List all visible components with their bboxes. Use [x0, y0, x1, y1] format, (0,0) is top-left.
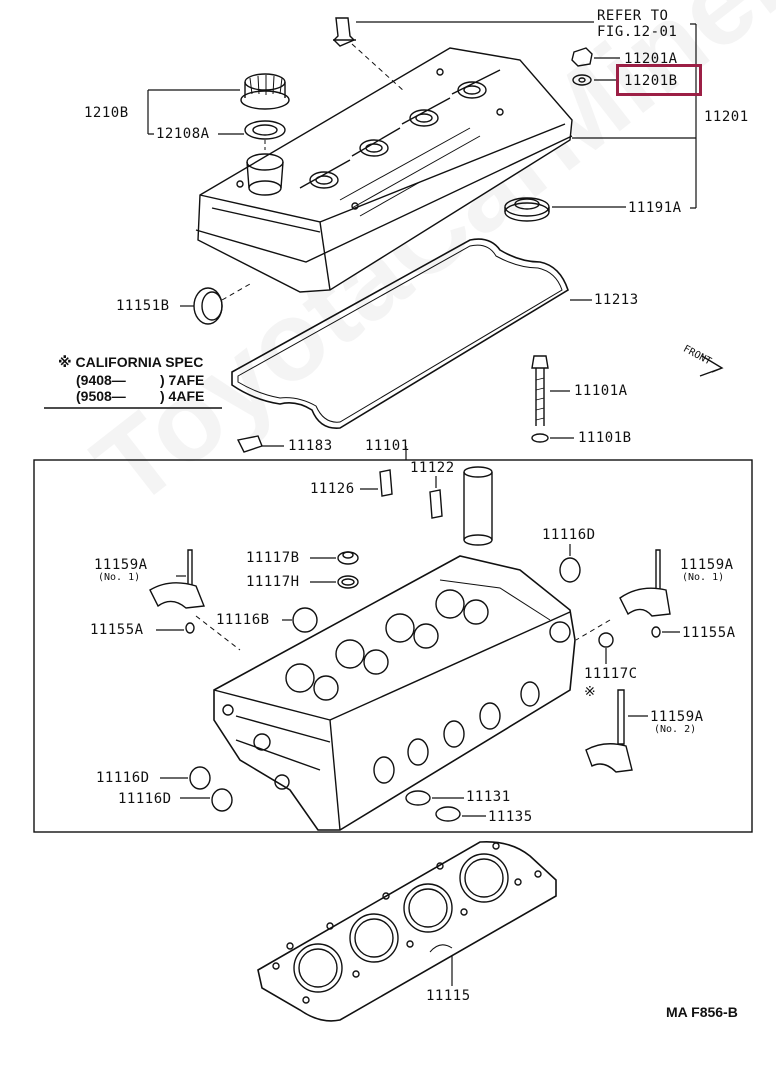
spec-row1-from: (9408— [76, 372, 126, 388]
part-label-11155A-right[interactable]: 11155A [682, 625, 736, 641]
part-label-11159A-no2[interactable]: 11159A [650, 709, 704, 725]
part-label-11155A-left[interactable]: 11155A [90, 622, 144, 638]
front-arrow [699, 355, 724, 377]
spec-row2-to: ) 4AFE [160, 388, 205, 404]
part-label-11116D-a[interactable]: 11116D [96, 770, 150, 786]
part-label-11201B[interactable]: 11201B [624, 73, 678, 89]
figure-code: MA F856-B [666, 1004, 738, 1020]
part-label-11135[interactable]: 11135 [488, 809, 533, 825]
part-label-11101B[interactable]: 11101B [578, 430, 632, 446]
part-label-11201A[interactable]: 11201A [624, 51, 678, 67]
part-label-11116D-b[interactable]: 11116D [118, 791, 172, 807]
kome-mark-right: ※ [584, 684, 597, 700]
head-subassembly-frame [33, 459, 753, 833]
spec-row1-to: ) 7AFE [160, 372, 205, 388]
part-label-11122[interactable]: 11122 [410, 460, 455, 476]
california-spec-title: ※ CALIFORNIA SPEC [58, 354, 204, 370]
subnote-no1-right: (No. 1) [682, 572, 725, 583]
part-label-11116B[interactable]: 11116B [216, 612, 270, 628]
part-label-11101[interactable]: 11101 [365, 438, 410, 454]
cylinder-head [213, 555, 576, 831]
subnote-no2: (No. 2) [654, 724, 697, 735]
half-moon-seal [193, 287, 223, 325]
part-label-11126[interactable]: 11126 [310, 481, 355, 497]
valve-cover [195, 47, 573, 293]
subnote-no1-left: (No. 1) [98, 572, 141, 583]
refer-to-line1: REFER TO [597, 8, 669, 24]
part-label-12108A[interactable]: 12108A [156, 126, 210, 142]
part-label-11183[interactable]: 11183 [288, 438, 333, 454]
spec-row2-from: (9508— [76, 388, 126, 404]
cylinder-head-bolt [531, 355, 549, 443]
refer-to-line2[interactable]: FIG.12-01 [597, 24, 678, 40]
part-label-11191A[interactable]: 11191A [628, 200, 682, 216]
part-label-11117B[interactable]: 11117B [246, 550, 300, 566]
part-label-11131[interactable]: 11131 [466, 789, 511, 805]
head-gasket [257, 840, 557, 1022]
part-label-11101A[interactable]: 11101A [574, 383, 628, 399]
part-label-11159A-left[interactable]: 11159A [94, 557, 148, 573]
highlight-11201B [616, 64, 702, 96]
part-label-11116D-top[interactable]: 11116D [542, 527, 596, 543]
part-label-11201[interactable]: 11201 [704, 109, 749, 125]
part-label-11159A-right[interactable]: 11159A [680, 557, 734, 573]
breather-nipple [333, 17, 356, 47]
part-label-11151B[interactable]: 11151B [116, 298, 170, 314]
cover-gasket [231, 238, 569, 429]
part-label-1210B[interactable]: 1210B [84, 105, 129, 121]
part-label-11117H[interactable]: 11117H [246, 574, 300, 590]
part-label-11115[interactable]: 11115 [426, 988, 471, 1004]
part-label-11213[interactable]: 11213 [594, 292, 639, 308]
oil-filler-cap [240, 73, 290, 110]
part-label-11117C[interactable]: 11117C [584, 666, 638, 682]
